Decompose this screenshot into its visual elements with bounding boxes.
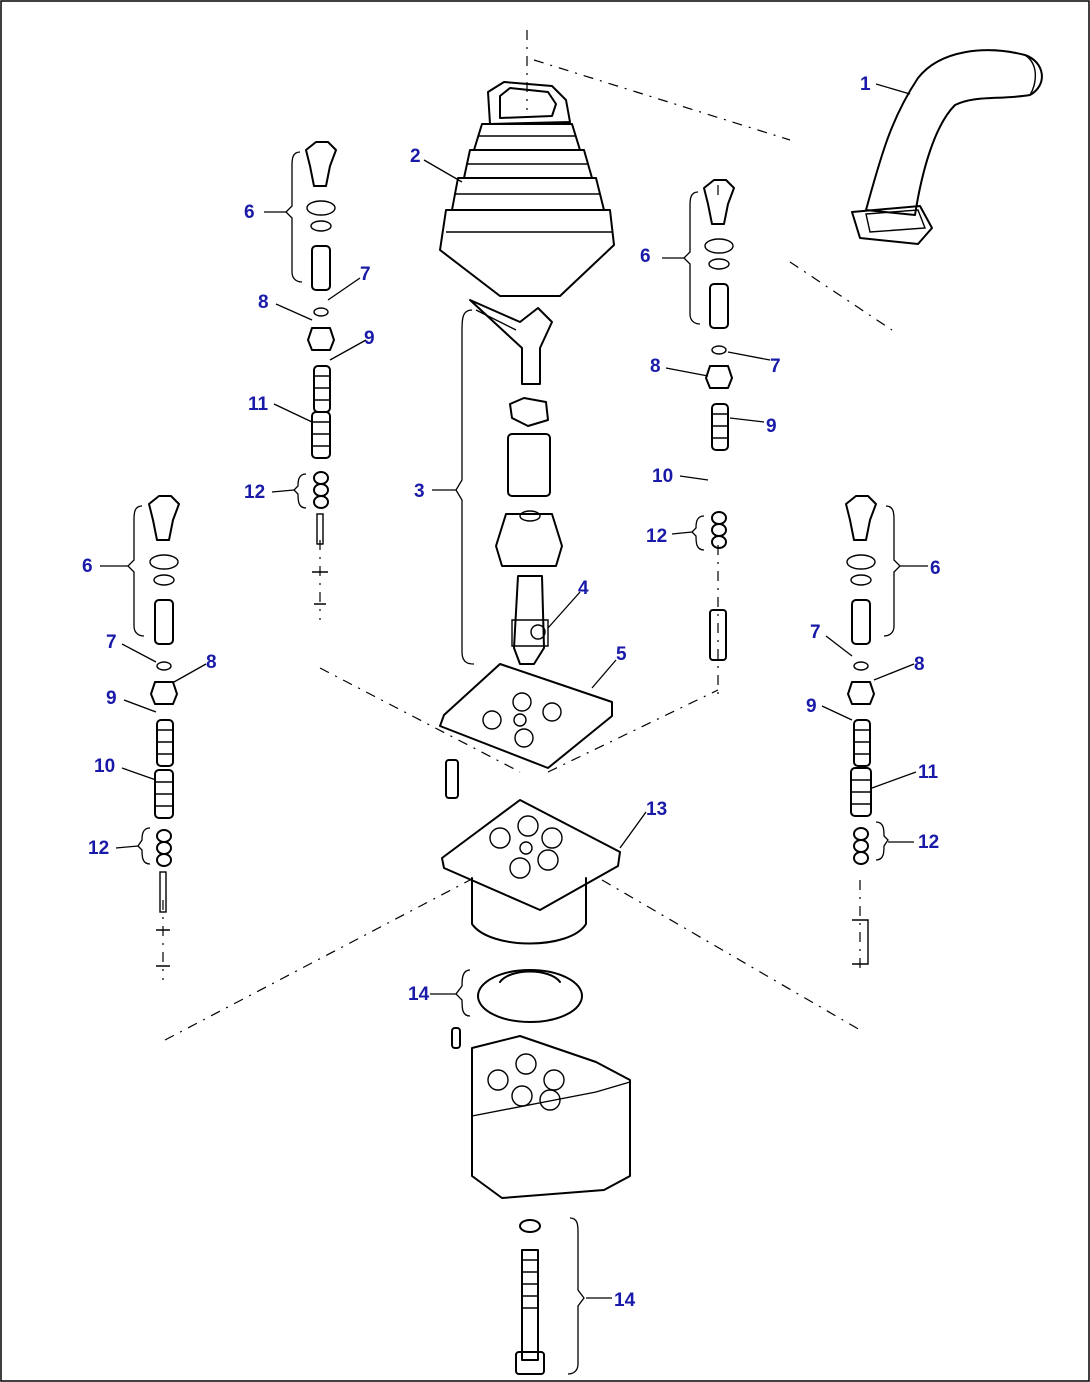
label-lr-6: 6 xyxy=(930,558,941,579)
label-ll-7: 7 xyxy=(106,632,117,653)
valve-stack-upper-left xyxy=(305,141,337,605)
label-ul-7: 7 xyxy=(360,264,371,285)
plate-part xyxy=(439,663,613,769)
small-screw xyxy=(445,759,459,799)
label-ll-10: 10 xyxy=(94,756,115,777)
part-labels: 1 2 3 4 5 13 14 14 6 7 8 9 11 12 6 7 8 9… xyxy=(82,74,941,1311)
o-ring-part xyxy=(477,969,583,1023)
label-part-14-bolt: 14 xyxy=(614,1290,636,1311)
leader-lines xyxy=(100,83,928,1299)
lever-assembly-part xyxy=(469,299,563,665)
pin-part xyxy=(451,1027,461,1049)
label-part-2: 2 xyxy=(410,146,421,167)
label-lr-9: 9 xyxy=(806,696,817,717)
label-ll-9: 9 xyxy=(106,688,117,709)
label-part-5: 5 xyxy=(616,644,627,665)
grip-handle-part xyxy=(851,49,1043,245)
label-lr-12: 12 xyxy=(918,832,939,853)
brackets xyxy=(127,151,901,1375)
label-part-4: 4 xyxy=(578,578,589,599)
label-part-14-oring: 14 xyxy=(408,984,430,1005)
lower-case-part xyxy=(471,1035,631,1199)
label-ul-6: 6 xyxy=(244,202,255,223)
rubber-boot-part xyxy=(439,81,615,297)
label-part-3: 3 xyxy=(414,481,425,502)
label-ur-7: 7 xyxy=(770,356,781,377)
valve-stack-upper-right xyxy=(703,179,735,661)
valve-stack-lower-right xyxy=(845,495,877,965)
bolt-part xyxy=(515,1219,545,1375)
label-ur-9: 9 xyxy=(766,416,777,437)
label-ul-11: 11 xyxy=(248,394,269,415)
label-ul-9: 9 xyxy=(364,328,375,349)
label-ul-12: 12 xyxy=(244,482,265,503)
label-ll-8: 8 xyxy=(206,652,217,673)
label-lr-8: 8 xyxy=(914,654,925,675)
valve-stack-lower-left xyxy=(148,495,180,967)
label-lr-11: 11 xyxy=(918,762,939,783)
valve-body-part xyxy=(441,799,621,945)
phantom-lines xyxy=(162,30,893,1041)
label-ur-6: 6 xyxy=(640,246,651,267)
label-ul-8: 8 xyxy=(258,292,269,313)
label-ur-10: 10 xyxy=(652,466,673,487)
label-lr-7: 7 xyxy=(810,622,821,643)
label-ll-12: 12 xyxy=(88,838,109,859)
label-ll-6: 6 xyxy=(82,556,93,577)
label-part-13: 13 xyxy=(646,799,667,820)
label-ur-12: 12 xyxy=(646,526,667,547)
label-part-1: 1 xyxy=(860,74,871,95)
label-ur-8: 8 xyxy=(650,356,661,377)
